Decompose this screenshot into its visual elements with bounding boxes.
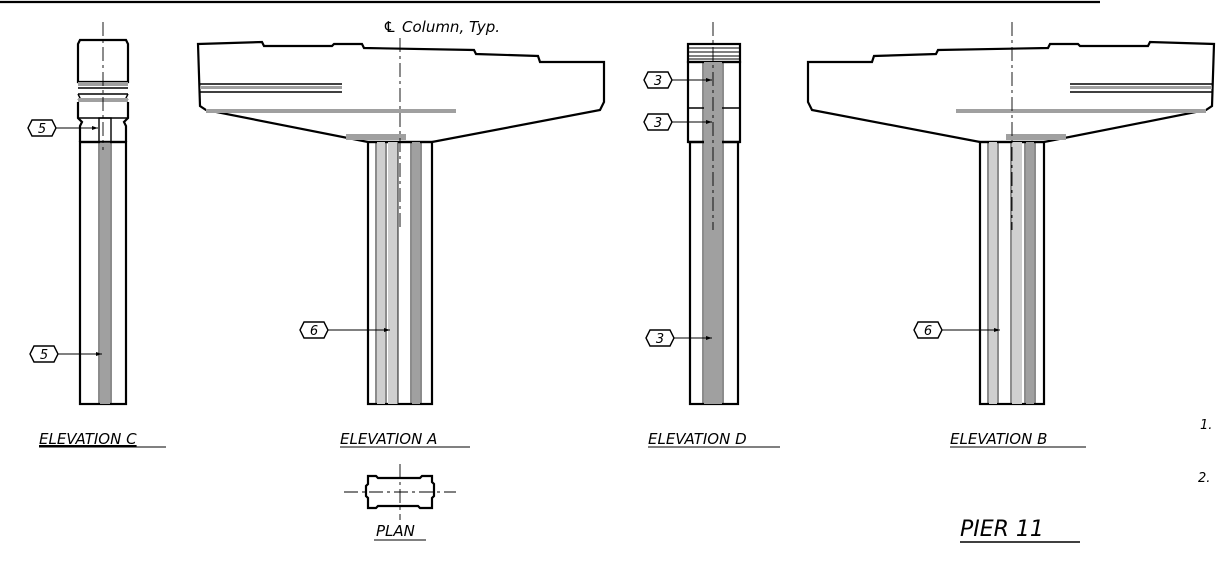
- note-number: 2.: [1198, 471, 1210, 486]
- svg-text:5: 5: [38, 122, 46, 137]
- svg-text:5: 5: [40, 348, 48, 363]
- elevation-label: ELEVATION C: [39, 430, 137, 448]
- tag-marker: 5: [29, 345, 102, 363]
- svg-text:3: 3: [656, 332, 664, 347]
- plan-label: PLAN: [376, 522, 415, 540]
- svg-text:3: 3: [654, 74, 662, 89]
- svg-text:6: 6: [310, 324, 318, 339]
- tag-marker: 3: [643, 113, 712, 131]
- elevation-d: 3 3 3 ELEVATION D: [643, 22, 780, 448]
- elevation-a: 6 ELEVATION A: [196, 38, 606, 448]
- elevation-label: ELEVATION A: [340, 430, 437, 448]
- centerline-note-text: Column, Typ.: [402, 18, 500, 36]
- tag-marker: 3: [645, 329, 712, 347]
- elevation-c: 5 5 ELEVATION C: [27, 22, 166, 448]
- elevation-label: ELEVATION B: [950, 430, 1047, 448]
- centerline-symbol: ℄: [383, 18, 396, 36]
- elevation-label: ELEVATION D: [648, 430, 747, 448]
- svg-text:6: 6: [924, 324, 932, 339]
- drawing-title: PIER 11: [960, 517, 1044, 542]
- shade-strip: [704, 62, 722, 404]
- centerline-note: ℄ Column, Typ.: [383, 18, 500, 36]
- tag-marker: 6: [299, 321, 390, 339]
- note-number: 1.: [1200, 418, 1212, 433]
- elevation-b: 6 ELEVATION B: [806, 22, 1216, 448]
- shade-strip: [100, 142, 110, 404]
- tag-marker: 5: [27, 119, 98, 137]
- svg-text:3: 3: [654, 116, 662, 131]
- tag-marker: 3: [643, 71, 712, 89]
- tag-marker: 6: [913, 321, 1000, 339]
- plan-outline: [364, 474, 436, 510]
- plan-view: PLAN: [344, 464, 456, 541]
